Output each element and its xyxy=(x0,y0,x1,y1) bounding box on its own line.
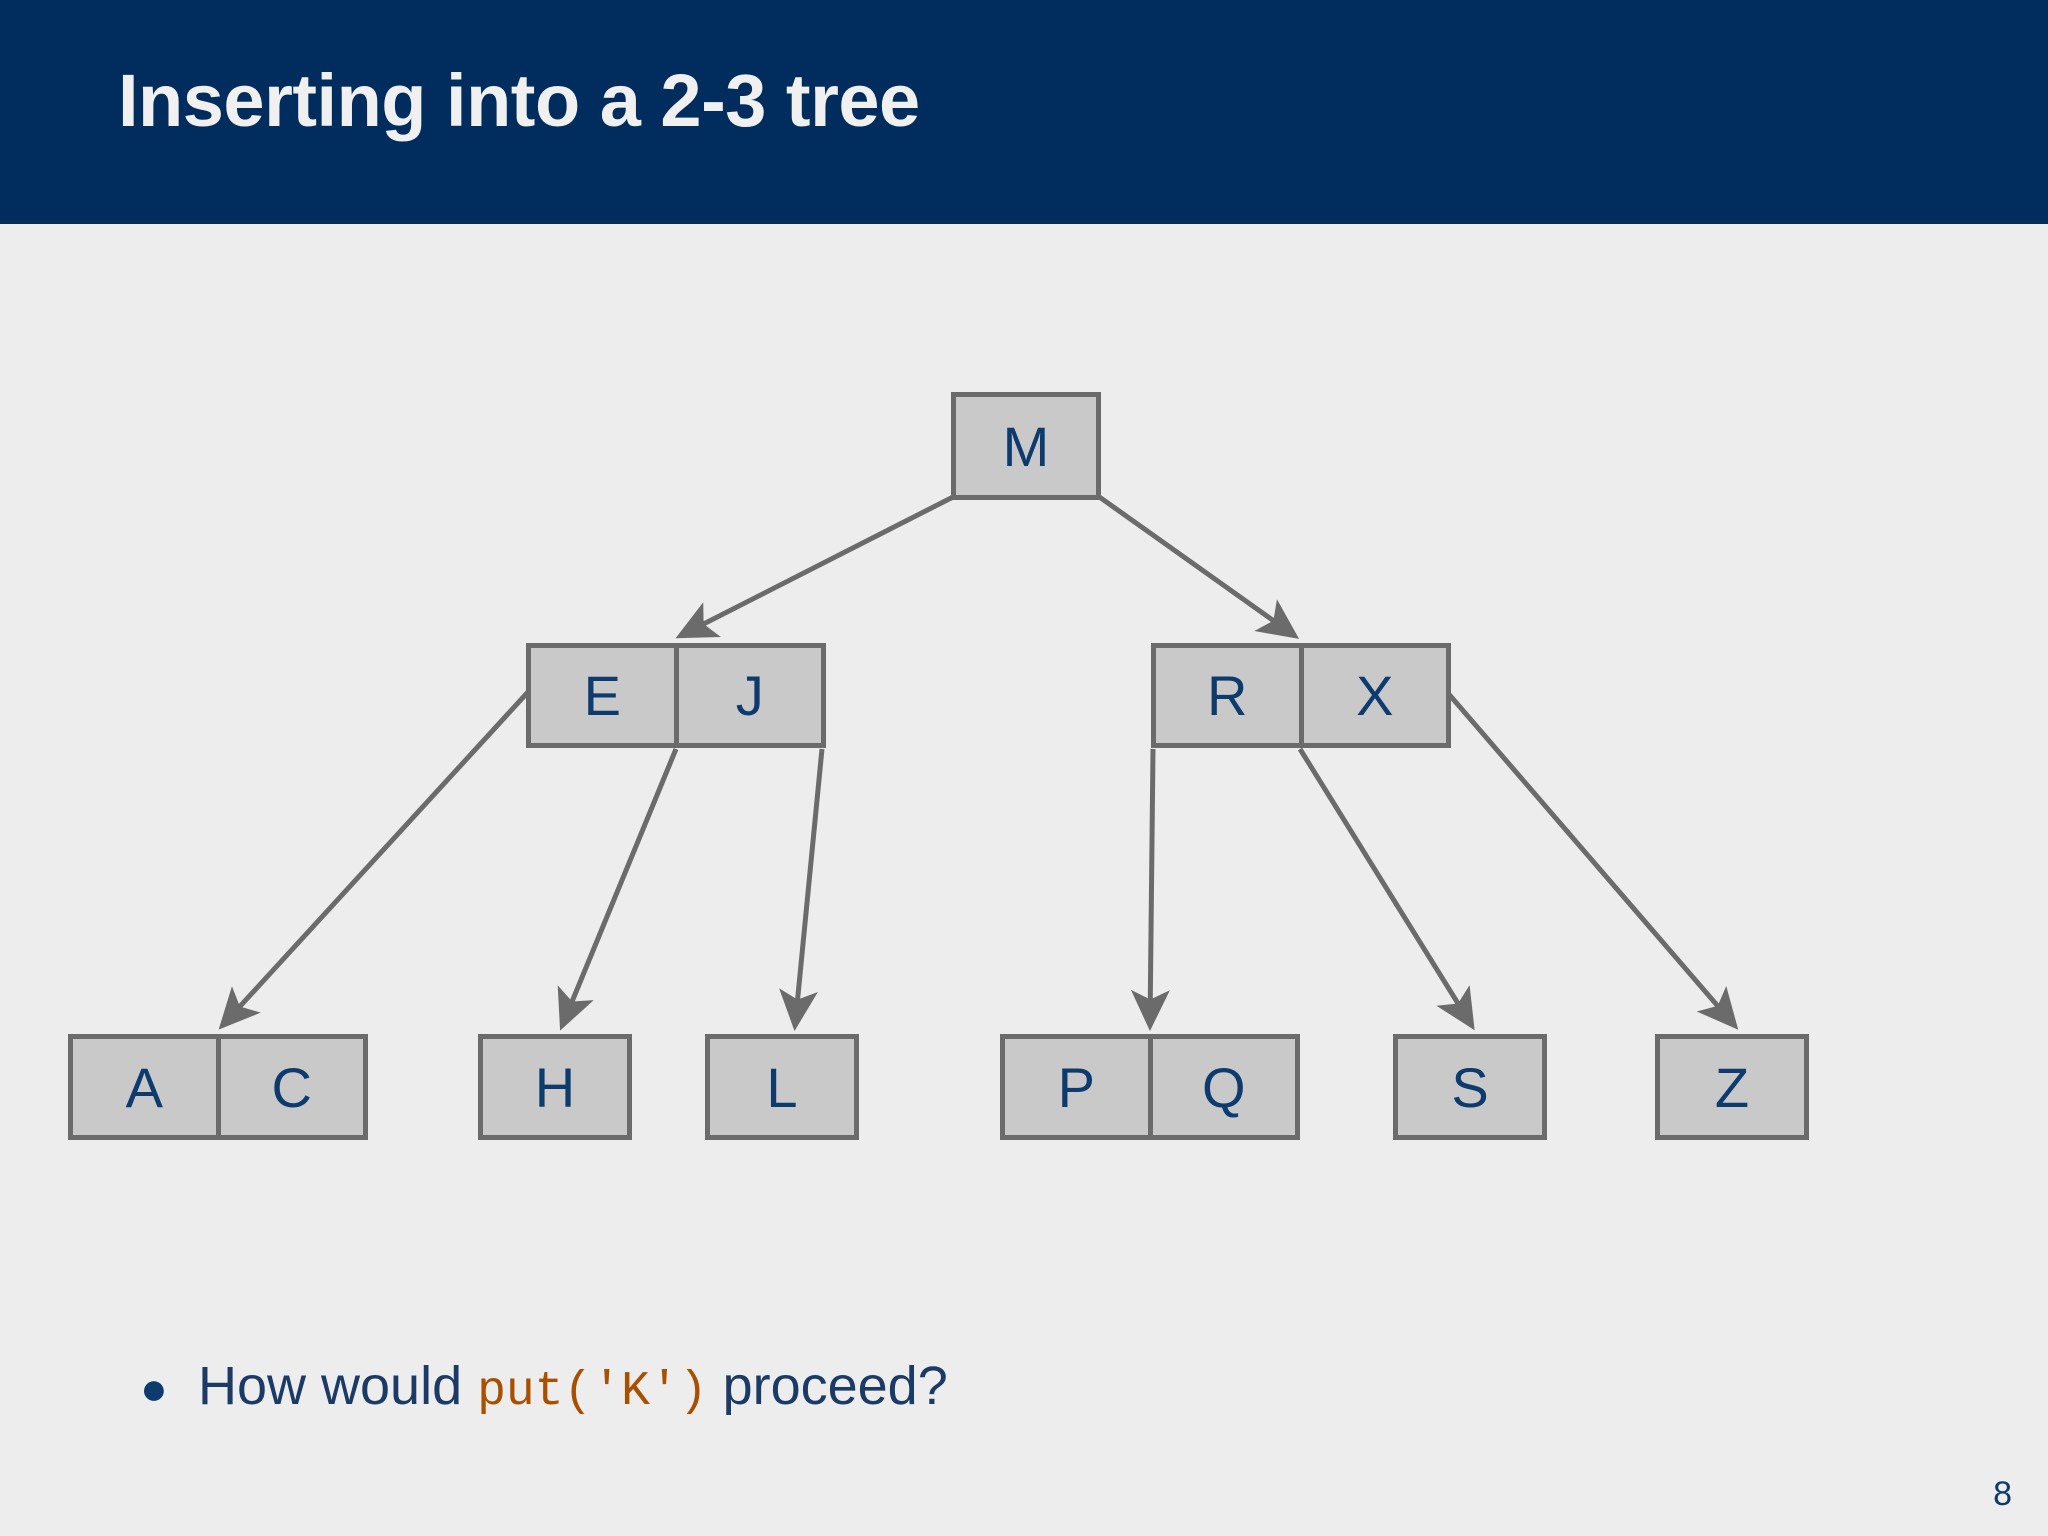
tree-edge-left-to-ac xyxy=(218,690,530,1030)
tree-node-key-z: Z xyxy=(1714,1055,1750,1119)
tree-edge-layer xyxy=(218,493,1739,1031)
bullet-text-suffix: proceed? xyxy=(707,1356,948,1416)
page-number: 8 xyxy=(1993,1475,2012,1513)
tree-node-key-l: L xyxy=(766,1055,798,1119)
bullet-point-icon: ● xyxy=(140,1362,168,1414)
tree-node-m: M xyxy=(951,392,1101,500)
code-put-k: put('K') xyxy=(477,1365,708,1419)
tree-edge-left-to-h xyxy=(557,748,679,1031)
tree-edge-left-to-l xyxy=(779,748,825,1031)
tree-node-key-q: Q xyxy=(1147,1039,1296,1135)
tree-node-l: L xyxy=(705,1034,859,1140)
tree-node-s: S xyxy=(1393,1034,1547,1140)
tree-node-key-j: J xyxy=(673,648,822,743)
tree-edge-root-to-left xyxy=(675,493,957,639)
page-title: Inserting into a 2-3 tree xyxy=(118,59,920,142)
tree-node-key-h: H xyxy=(534,1055,576,1119)
tree-node-key-r: R xyxy=(1207,664,1248,727)
tree-edge-right-to-pq xyxy=(1130,748,1170,1031)
tree-node-z: Z xyxy=(1655,1034,1809,1140)
tree-node-key-a: A xyxy=(125,1055,163,1119)
tree-node-key-e: E xyxy=(583,664,621,727)
tree-edge-root-to-right xyxy=(1096,493,1300,639)
tree-node-key-c: C xyxy=(215,1039,364,1135)
tree-node-key-m: M xyxy=(1002,414,1050,478)
bullet-list: ● How would put('K') proceed? xyxy=(140,1355,1840,1420)
tree-node-key-x: X xyxy=(1298,648,1447,743)
slide-header: Inserting into a 2-3 tree xyxy=(0,0,2048,224)
bullet-item-text: How would put('K') proceed? xyxy=(198,1355,948,1420)
tree-edge-right-to-z xyxy=(1445,690,1739,1030)
tree-edge-right-to-s xyxy=(1297,747,1475,1031)
tree-node-key-s: S xyxy=(1451,1055,1489,1119)
list-item: ● How would put('K') proceed? xyxy=(140,1355,1840,1420)
bullet-text-prefix: How would xyxy=(198,1356,478,1416)
tree-node-key-p: P xyxy=(1057,1055,1095,1119)
tree-node-h: H xyxy=(478,1034,632,1140)
